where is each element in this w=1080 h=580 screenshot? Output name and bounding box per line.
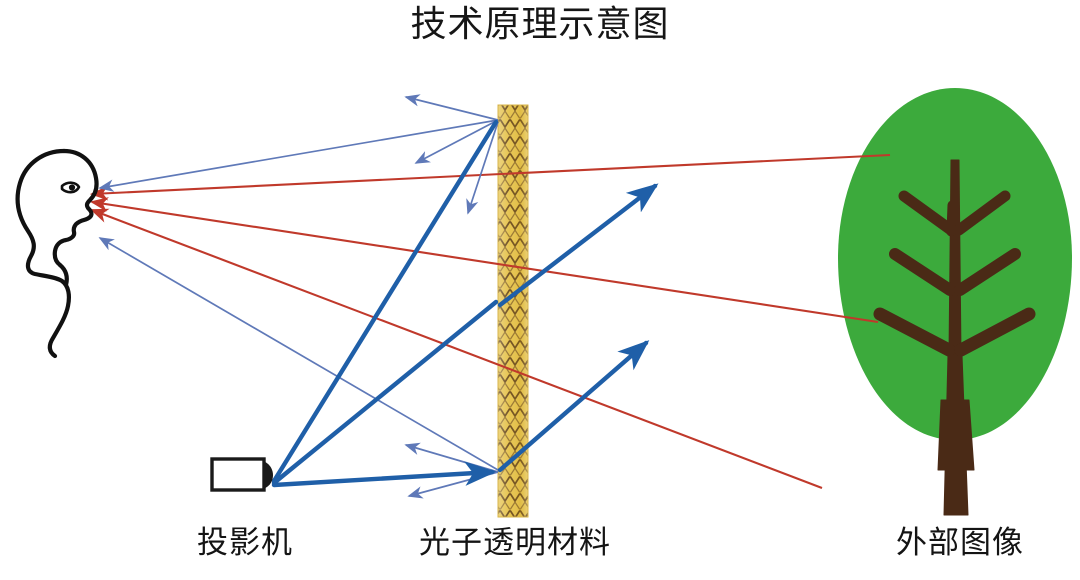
projection-ray-lower <box>271 461 497 488</box>
scatter-ray-top-downleft <box>414 119 499 164</box>
scatter-ray-bottom-to-eye <box>98 237 499 471</box>
scatter-ray-top-upleft <box>404 94 499 121</box>
transmitted-ray-upper <box>497 183 659 308</box>
scatter-ray-bottom-upleft <box>404 442 499 473</box>
scatter-ray-top-down <box>466 121 499 215</box>
projection-ray-upper <box>271 119 499 484</box>
page-title: 技术原理示意图 <box>410 3 670 44</box>
external-ray-middle <box>89 197 879 324</box>
head-outline-path <box>15 148 71 359</box>
tree-trunk-and-branches <box>873 159 1036 516</box>
projector-body <box>210 457 266 492</box>
scattered-light-rays <box>98 94 499 499</box>
transmitted-ray-lower <box>497 340 650 473</box>
caption-material: 光子透明材料 <box>419 525 611 560</box>
material-panel <box>497 104 529 518</box>
caption-external-image: 外部图像 <box>896 525 1024 560</box>
tree-external-image <box>838 88 1072 516</box>
scatter-ray-top-to-eye <box>98 119 499 192</box>
external-ray-top <box>89 153 891 201</box>
caption-projector: 投影机 <box>197 525 293 560</box>
pupil-icon <box>68 184 76 191</box>
external-light-rays <box>89 153 891 489</box>
observer-head <box>15 148 99 359</box>
projection-ray-middle <box>271 299 499 486</box>
eye-icon <box>60 181 81 194</box>
projector-device <box>210 457 273 492</box>
projection-light-rays <box>271 119 499 488</box>
transmitted-light-rays <box>497 183 659 473</box>
face-profile-path <box>52 148 99 268</box>
jaw-neck-path <box>57 262 69 288</box>
projector-lens <box>263 461 273 489</box>
external-ray-bottom <box>90 208 823 489</box>
